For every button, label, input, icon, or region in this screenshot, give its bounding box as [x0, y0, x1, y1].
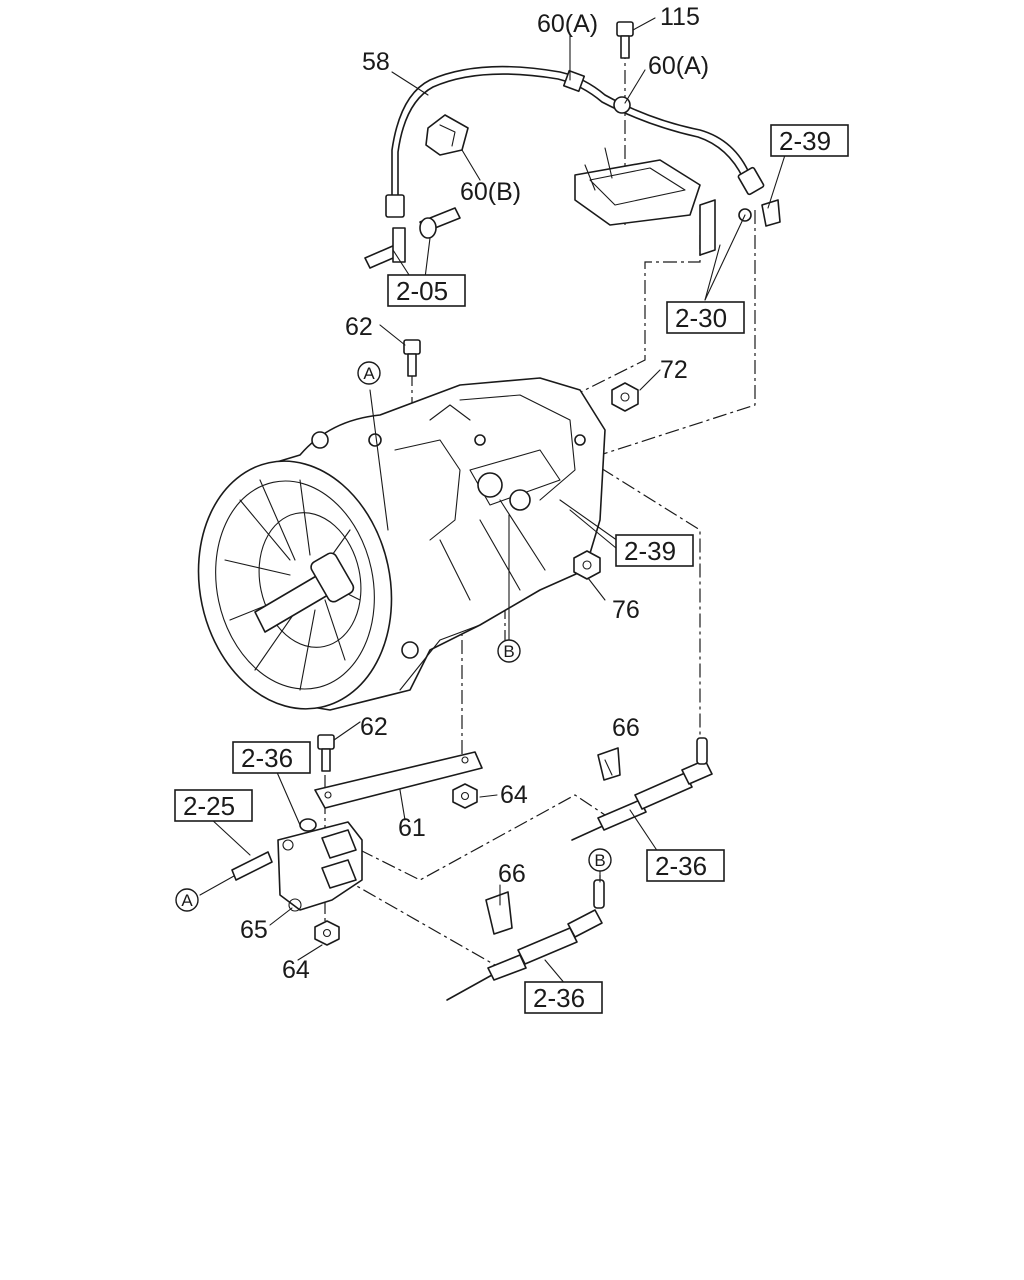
callout-a-top-label: A — [363, 364, 375, 383]
callout-a-top: A — [357, 361, 381, 385]
bolt-115 — [616, 21, 634, 59]
part-label-61: 61 — [398, 814, 426, 842]
ref-box-2-36-left: 2-36 — [232, 741, 311, 774]
leader-lines — [199, 17, 786, 986]
part-number-labels: 58 60(A) 115 60(A) 60(B) 62 72 76 62 66 … — [240, 3, 709, 984]
reference-boxes: 2-39 2-05 2-30 2-39 2-36 2-25 2-36 2-36 — [174, 124, 849, 1014]
part-label-66-right: 66 — [612, 714, 640, 742]
ref-label-2-36-bottom: 2-36 — [533, 983, 585, 1013]
ref-label-2-36-right: 2-36 — [655, 851, 707, 881]
hose-assembly-58 — [385, 65, 765, 218]
ref-label-2-36-left: 2-36 — [241, 743, 293, 773]
part-label-64-bottom: 64 — [282, 956, 310, 984]
nut-72 — [611, 382, 639, 412]
bracket-65 — [277, 818, 363, 912]
ref-label-2-05: 2-05 — [396, 276, 448, 306]
part-label-62-bottom: 62 — [360, 713, 388, 741]
callout-b-right-label: B — [594, 851, 605, 870]
ref-box-2-36-right: 2-36 — [646, 849, 725, 882]
nut-76 — [573, 550, 601, 580]
ref-box-2-25: 2-25 — [174, 789, 253, 822]
circled-callouts: A B B A — [175, 361, 612, 912]
ref-label-2-25: 2-25 — [183, 791, 235, 821]
ref-label-2-30: 2-30 — [675, 303, 727, 333]
part-label-58: 58 — [362, 48, 390, 76]
ref-box-2-30: 2-30 — [666, 301, 745, 334]
ref-box-2-39-mid: 2-39 — [615, 534, 694, 567]
mounting-bracket-top — [574, 147, 781, 256]
bracket-61 — [314, 751, 483, 809]
ref-box-2-39-top: 2-39 — [770, 124, 849, 157]
nut-64-bottom — [314, 920, 340, 946]
part-label-66-bottom: 66 — [498, 860, 526, 888]
part-label-64-right: 64 — [500, 781, 528, 809]
shift-cable-right — [571, 737, 713, 841]
callout-b-mid: B — [497, 639, 521, 663]
part-label-115: 115 — [660, 3, 700, 31]
transmission-assembly — [197, 377, 606, 711]
tee-fitting — [364, 207, 461, 269]
stud-2-25 — [231, 851, 273, 881]
ref-label-2-39-top: 2-39 — [779, 126, 831, 156]
part-label-60a-right: 60(A) — [648, 52, 709, 80]
callout-a-left-label: A — [181, 891, 193, 910]
part-label-72: 72 — [660, 356, 688, 384]
callout-b-mid-label: B — [503, 642, 514, 661]
ref-box-2-05: 2-05 — [387, 274, 466, 307]
sensor-60b — [425, 114, 469, 156]
part-label-76: 76 — [612, 596, 640, 624]
nut-64-right — [452, 783, 478, 809]
ref-label-2-39-mid: 2-39 — [624, 536, 676, 566]
shift-cable-bottom — [446, 879, 605, 1001]
part-label-62-top: 62 — [345, 313, 373, 341]
bolt-62-bottom — [317, 734, 335, 772]
bolt-62-top — [403, 339, 421, 377]
callout-a-left: A — [175, 888, 199, 912]
part-label-60a-left: 60(A) — [537, 10, 598, 38]
part-label-60b: 60(B) — [460, 178, 521, 206]
part-label-65: 65 — [240, 916, 268, 944]
callout-b-right: B — [588, 848, 612, 872]
ref-box-2-36-bottom: 2-36 — [524, 981, 603, 1014]
